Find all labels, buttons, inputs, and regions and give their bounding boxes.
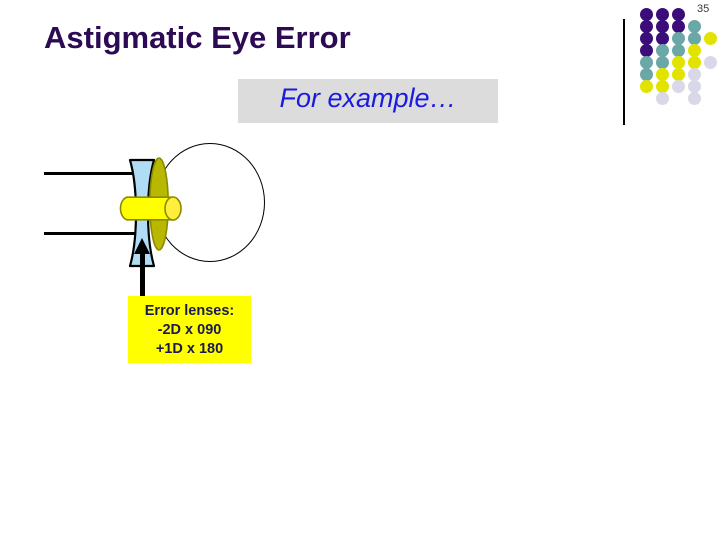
decorative-dot (672, 20, 685, 33)
decorative-dot (656, 56, 669, 69)
decorative-dot (640, 80, 653, 93)
decorative-dot (672, 32, 685, 45)
decorative-dot (672, 8, 685, 21)
decorative-dot (704, 56, 717, 69)
error-lenses-text-group: Error lenses: -2D x 090 +1D x 180 (128, 302, 251, 359)
incoming-light-ray-bottom-arrow (44, 228, 146, 238)
decorative-dot (656, 8, 669, 21)
decorative-dot (672, 56, 685, 69)
error-lens-value-2: +1D x 180 (155, 341, 224, 357)
decorative-dot (640, 32, 653, 45)
page-number: 35 (697, 3, 710, 15)
decorative-dot (640, 56, 653, 69)
decorative-dot (672, 44, 685, 57)
decorative-dot (640, 44, 653, 57)
astigmatic-eye-diagram (40, 140, 290, 300)
decorative-dot (688, 56, 701, 69)
cylindrical-lens-icon (119, 196, 182, 221)
vertical-divider (623, 19, 625, 125)
decorative-dot (704, 32, 717, 45)
error-lenses-caption-box: Error lenses: -2D x 090 +1D x 180 (128, 296, 251, 363)
decorative-dot (656, 20, 669, 33)
incoming-light-ray-top-arrow (44, 168, 146, 178)
decorative-dot (688, 32, 701, 45)
decorative-dot (688, 80, 701, 93)
decorative-dot (656, 92, 669, 105)
subtitle-callout-box: For example… (238, 79, 498, 123)
decorative-dot (640, 68, 653, 81)
decorative-dot (688, 68, 701, 81)
decorative-dot (688, 20, 701, 33)
decorative-dot (688, 92, 701, 105)
decorative-dot (672, 68, 685, 81)
decorative-dot (688, 44, 701, 57)
error-lens-value-1: -2D x 090 (157, 322, 222, 338)
decorative-dot-grid (640, 8, 717, 120)
decorative-dot (656, 32, 669, 45)
callout-arrow-stem (140, 252, 145, 300)
decorative-dot (656, 80, 669, 93)
decorative-dot (672, 80, 685, 93)
callout-arrow-head (134, 238, 150, 254)
decorative-dot (640, 20, 653, 33)
decorative-dot (656, 68, 669, 81)
error-lenses-heading: Error lenses: (144, 303, 235, 319)
decorative-dot (640, 8, 653, 21)
subtitle-text: For example… (279, 83, 457, 113)
page-title: Astigmatic Eye Error (44, 20, 351, 55)
decorative-dot (656, 44, 669, 57)
